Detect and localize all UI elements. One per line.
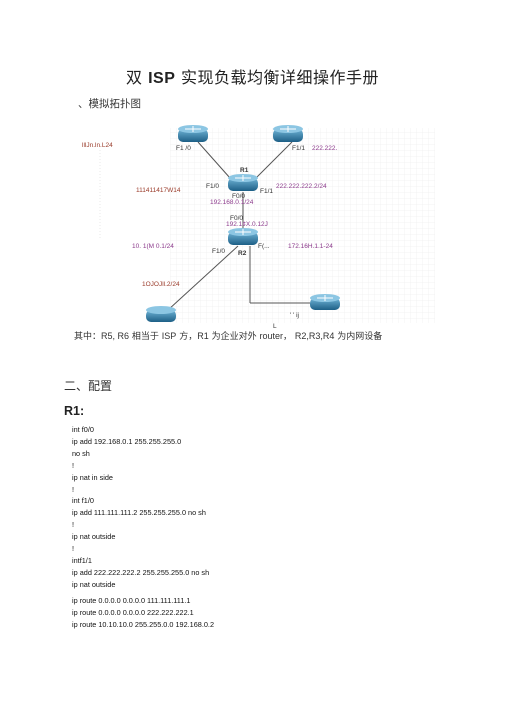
label-net-111: lllJn.ln.L24 <box>82 142 113 149</box>
config-line: ip route 10.10.10.0 255.255.0.0 192.168.… <box>72 619 215 629</box>
link-r2-r3 <box>167 245 239 311</box>
router-icon-r6 <box>273 125 303 142</box>
config-line: ip add 192.168.0.1 255.255.255.0 <box>72 436 182 446</box>
config-line: ! <box>72 484 75 494</box>
router-icon-r2 <box>228 228 258 245</box>
label-r6-f1-1: F1/1 <box>292 145 305 152</box>
router-icon-r3 <box>146 306 176 322</box>
label-r2-f1-0: F1/0 <box>212 248 225 255</box>
router-icon-r4 <box>310 294 340 310</box>
label-r2: R2 <box>238 250 247 257</box>
label-r2-f0-0: F0/0 <box>230 215 243 222</box>
config-line: intf1/1 <box>72 555 92 565</box>
label-r2-fe: F(... <box>258 243 270 250</box>
config-line: ip nat outside <box>72 579 116 589</box>
label-r1-f0-0: F0/0 <box>232 193 245 200</box>
label-111-r1: 111411417W14 <box>136 187 181 194</box>
config-line: ip route 0.0.0.0 0.0.0.0 222.222.222.1 <box>72 607 194 617</box>
label-r1: R1 <box>240 167 249 174</box>
section-heading-topology: 、模拟拓扑图 <box>78 98 141 110</box>
label-10-r3-net: 10. 1(M 0.1/24 <box>132 243 174 250</box>
config-line: int f0/0 <box>72 425 94 434</box>
page-title: 双 ISP 实现负载均衡详细操作手册 <box>125 68 379 87</box>
config-line: no sh <box>72 448 90 458</box>
router-icon-r5 <box>178 125 208 142</box>
router-icon-r1 <box>228 174 258 191</box>
config-line: ip nat in side <box>72 472 113 482</box>
label-192-2: 192.1¢X.0.12J <box>226 221 268 228</box>
config-line: ip nat outside <box>72 532 116 542</box>
label-l: L <box>273 323 277 330</box>
diagram-caption: 其中：R5, R6 相当于 ISP 方，R1 为企业对外 router， R2,… <box>74 331 383 342</box>
label-r1-f1-1: F1/1 <box>260 188 273 195</box>
config-line: ip add 222.222.222.2 255.255.255.0 no sh <box>72 567 210 577</box>
config-line: ip route 0.0.0.0 0.0.0.0 111.111.111.1 <box>72 595 191 605</box>
config-line: ! <box>72 544 75 554</box>
topology-diagram: lllJn.ln.L24 F1 /0 F1/1 222.222. R1 1114… <box>82 125 435 330</box>
label-r1-f1-0: F1/0 <box>206 183 219 190</box>
label-172: 172.16H.1.1-24 <box>288 243 333 250</box>
r1-heading: R1: <box>64 404 85 418</box>
label-192-1: 192.168.0.1/24 <box>210 199 254 206</box>
label-bottom: ' ' ij <box>290 312 299 319</box>
section-heading-config: 二、配置 <box>64 379 113 393</box>
label-10-r3: 1OJOJll.2/24 <box>142 281 180 288</box>
config-line: int f1/0 <box>72 496 94 506</box>
link-r6-r1 <box>255 141 293 179</box>
config-line: ! <box>72 520 75 530</box>
config-block: int f0/0 ip add 192.168.0.1 255.255.255.0… <box>72 424 214 630</box>
label-r5-f1-0: F1 /0 <box>176 145 191 152</box>
label-net-222-top: 222.222. <box>312 145 337 152</box>
config-line: ip add 111.111.111.2 255.255.255.0 no sh <box>72 508 206 518</box>
diagram-grid <box>170 128 435 323</box>
link-r5-r1 <box>197 141 231 179</box>
config-line: ! <box>72 460 75 470</box>
label-222-r1: 222.222.222.2/24 <box>276 183 327 190</box>
